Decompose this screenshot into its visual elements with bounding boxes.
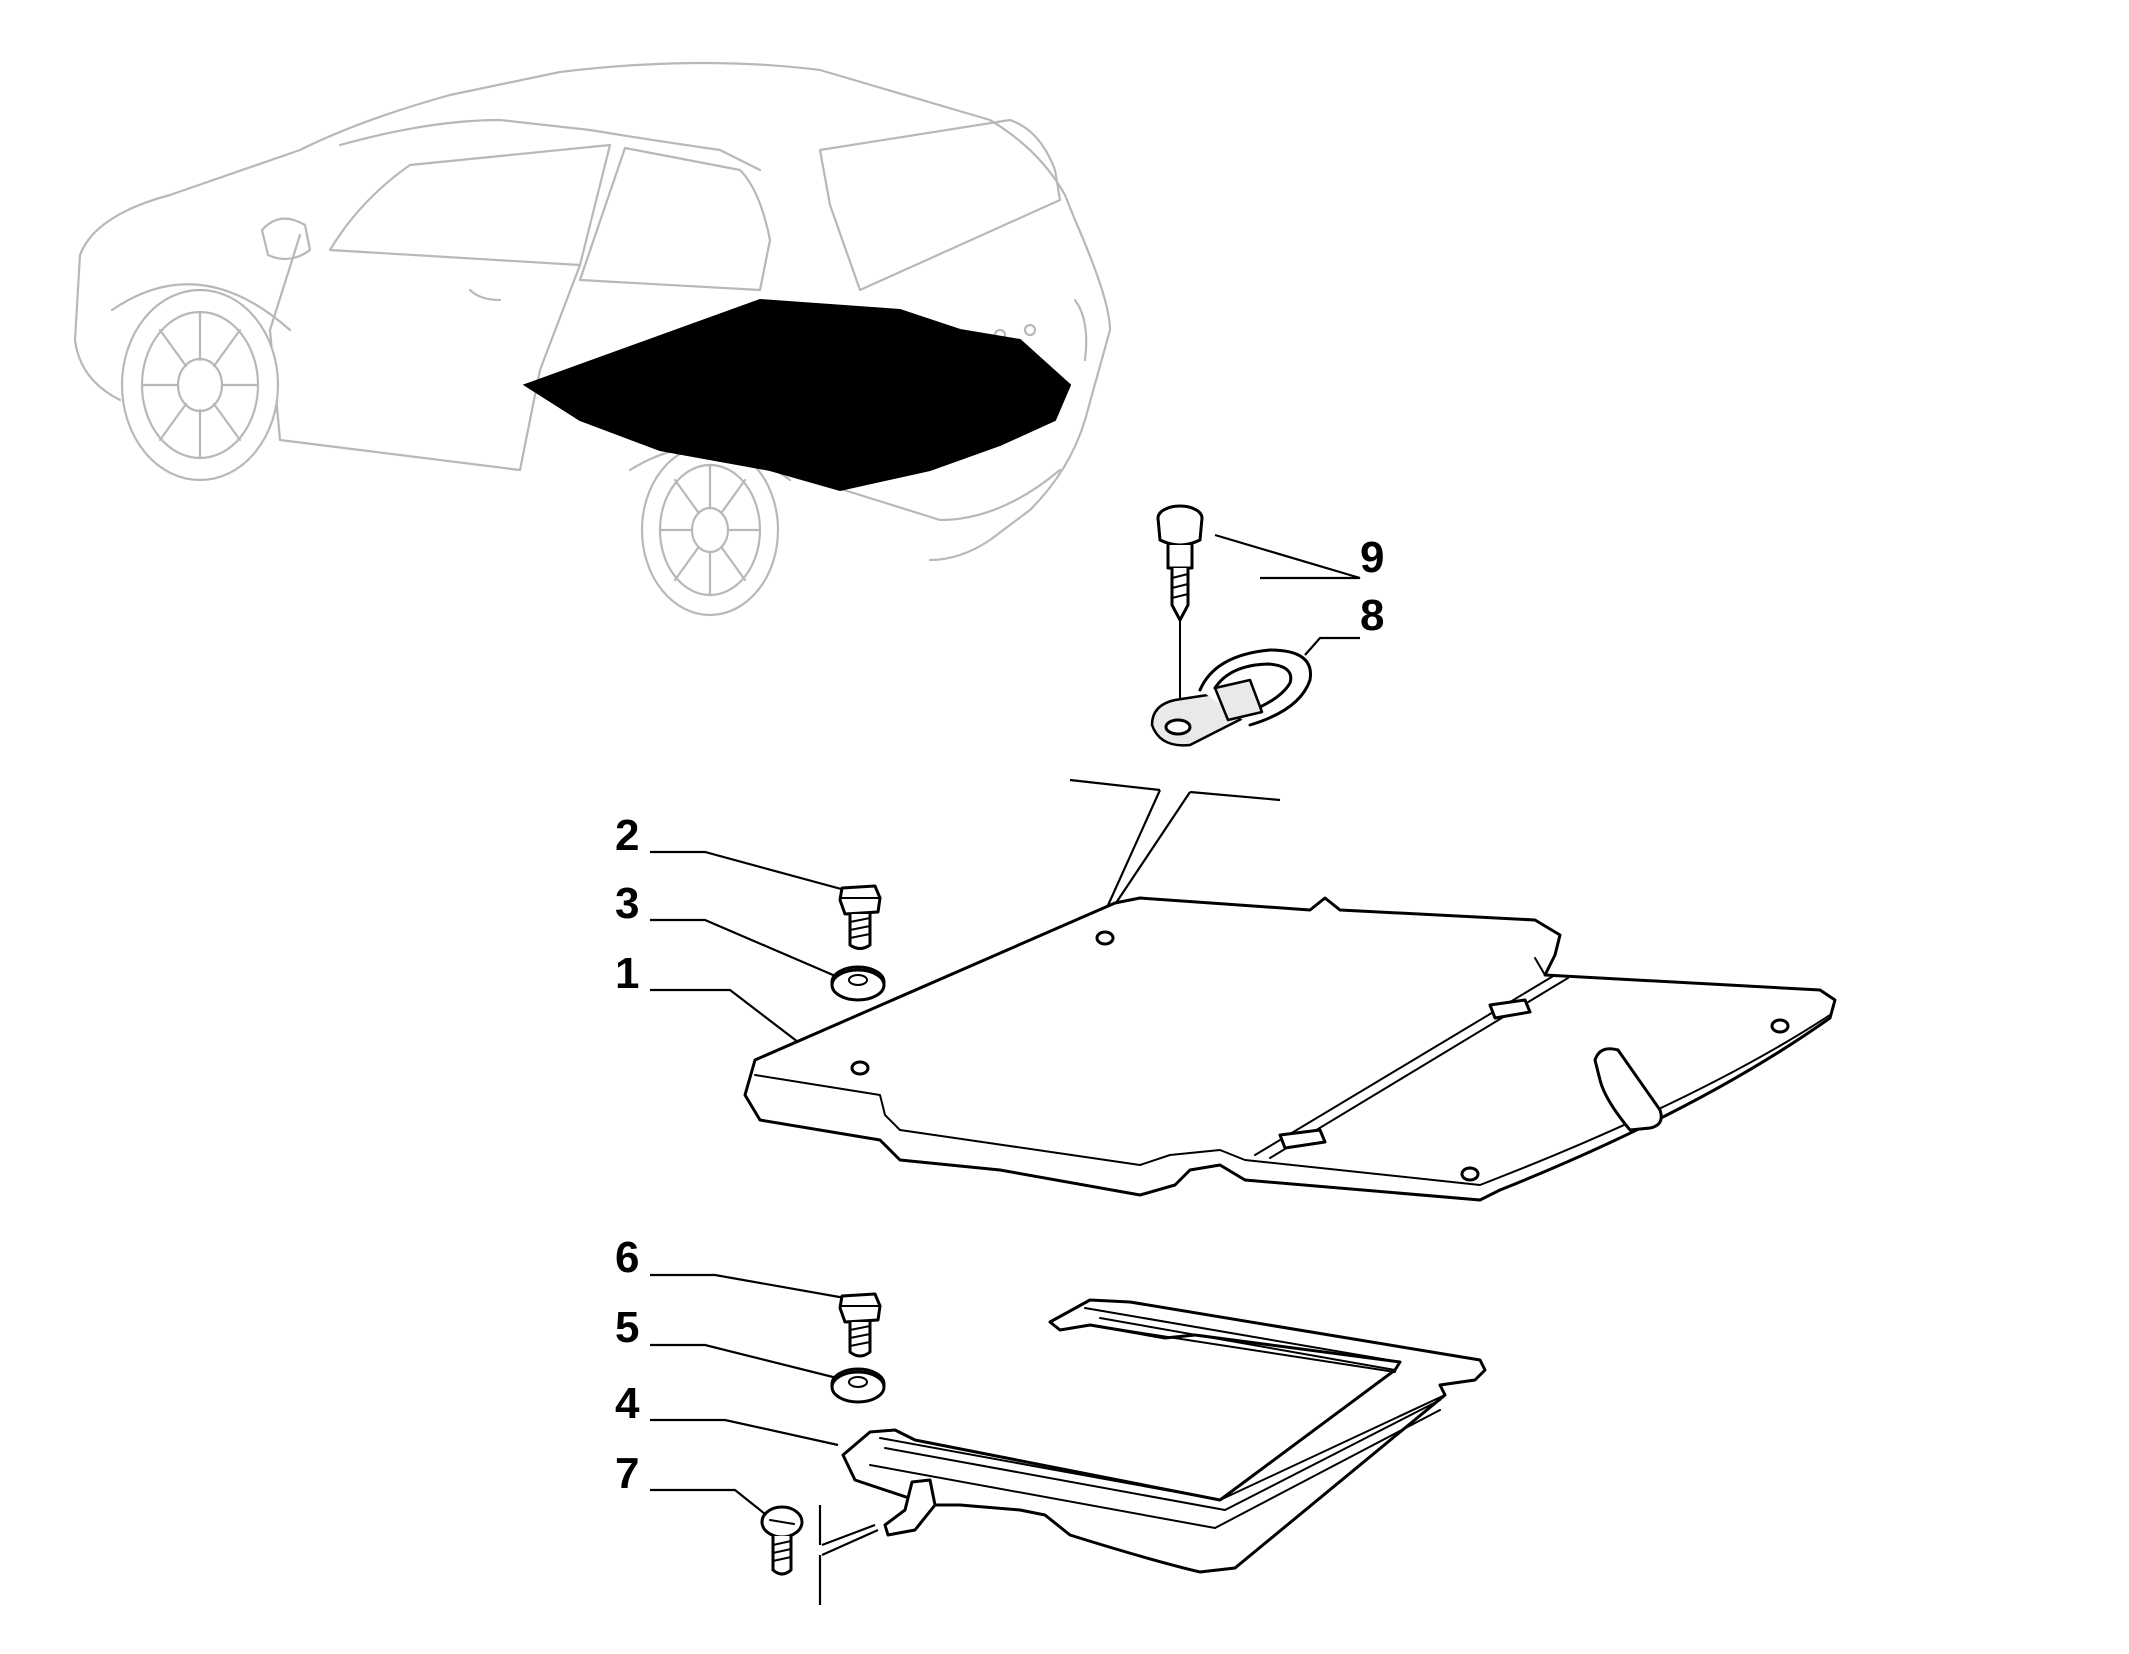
leader-3 bbox=[650, 918, 841, 980]
hole-pointer bbox=[1069, 778, 1281, 913]
callout-5: 5 bbox=[615, 1303, 639, 1352]
luggage-carpet-silhouette bbox=[522, 298, 1072, 492]
front-wheel bbox=[120, 288, 280, 482]
part-9-screw bbox=[1156, 504, 1204, 706]
part-5-washer bbox=[830, 1367, 886, 1404]
part-8-tie-down-ring bbox=[1150, 648, 1312, 747]
carpet-hole-left bbox=[850, 1060, 870, 1076]
leader-6 bbox=[650, 1273, 846, 1300]
leader-7 bbox=[650, 1488, 771, 1519]
leader-8 bbox=[1304, 636, 1360, 656]
carpet-hole-right bbox=[1770, 1018, 1790, 1034]
part-2-bolt bbox=[838, 884, 882, 950]
callout-2: 2 bbox=[615, 811, 639, 860]
carpet-hole-bottom bbox=[1460, 1166, 1480, 1182]
carpet-pull-strap bbox=[1593, 1047, 1663, 1132]
carpet-hole-front bbox=[1095, 930, 1115, 946]
callout-4: 4 bbox=[615, 1379, 640, 1428]
part-6-bolt bbox=[838, 1292, 882, 1358]
leader-2 bbox=[650, 850, 846, 892]
bracket-pointer bbox=[818, 1505, 879, 1605]
leader-4 bbox=[650, 1418, 839, 1447]
callout-3: 3 bbox=[615, 879, 639, 928]
leader-1 bbox=[650, 988, 816, 1056]
part-1-luggage-carpet bbox=[743, 896, 1837, 1202]
leader-lines bbox=[650, 533, 1361, 1519]
car-illustration bbox=[73, 61, 1112, 617]
leader-5 bbox=[650, 1343, 846, 1382]
callout-9: 9 bbox=[1360, 533, 1384, 582]
callout-6: 6 bbox=[615, 1233, 639, 1282]
callout-1: 1 bbox=[615, 949, 639, 998]
part-4-floor-tray bbox=[841, 1298, 1487, 1574]
part-7-bolt bbox=[760, 1505, 804, 1576]
callout-labels: 9 8 2 3 1 6 5 4 7 bbox=[615, 533, 1384, 1498]
callout-7: 7 bbox=[615, 1449, 639, 1498]
leader-9 bbox=[1214, 533, 1361, 580]
part-3-washer bbox=[830, 965, 886, 1002]
callout-8: 8 bbox=[1360, 591, 1384, 640]
tray-bracket bbox=[883, 1478, 937, 1537]
